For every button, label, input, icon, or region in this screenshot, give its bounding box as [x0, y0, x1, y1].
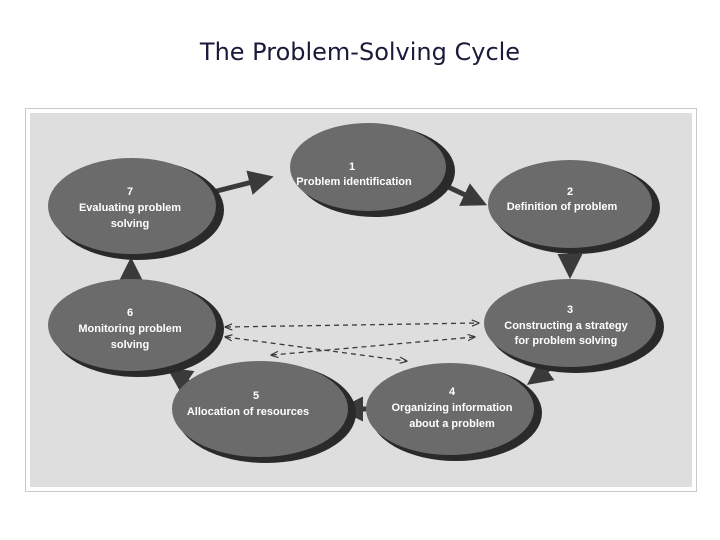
step-7-line-1: Evaluating problem	[79, 202, 181, 214]
step-node-1: 1 Problem identification	[290, 123, 455, 217]
step-2-line-1: Definition of problem	[507, 201, 618, 213]
step-node-2: 2 Definition of problem	[488, 160, 660, 254]
step-node-3: 3 Constructing a strategy for problem so…	[484, 279, 664, 373]
step-4-line-2: about a problem	[409, 418, 495, 430]
step-3-line-2: for problem solving	[515, 335, 618, 347]
step-4-line-1: Organizing information	[392, 402, 513, 414]
step-6-line-2: solving	[111, 339, 150, 351]
problem-solving-cycle-diagram: 1 Problem identification 2 Definition of…	[25, 108, 697, 492]
step-node-4: 4 Organizing information about a problem	[366, 363, 542, 461]
dashed-arrow-6-3	[226, 323, 478, 327]
dashed-feedback-arrows	[226, 323, 478, 361]
arrow-1-to-2	[442, 182, 488, 206]
slide-title: The Problem-Solving Cycle	[199, 38, 521, 66]
step-7-number: 7	[127, 186, 133, 198]
step-3-line-1: Constructing a strategy	[504, 320, 628, 332]
step-4-number: 4	[449, 386, 456, 398]
step-node-6: 6 Monitoring problem solving	[48, 279, 224, 377]
step-1-number: 1	[349, 161, 355, 173]
step-1-line-1: Problem identification	[296, 176, 412, 188]
step-7-line-2: solving	[111, 218, 150, 230]
step-6-line-1: Monitoring problem	[78, 323, 181, 335]
dashed-arrow-3-5	[272, 337, 474, 355]
step-5-line-1: Allocation of resources	[187, 406, 309, 418]
arrow-7-to-1	[208, 170, 274, 196]
step-3-number: 3	[567, 304, 573, 316]
step-6-number: 6	[127, 307, 133, 319]
step-node-7: 7 Evaluating problem solving	[48, 158, 224, 260]
step-2-number: 2	[567, 186, 573, 198]
cycle-diagram-svg: 1 Problem identification 2 Definition of…	[30, 113, 692, 487]
step-node-5: 5 Allocation of resources	[172, 361, 356, 463]
step-5-number: 5	[253, 390, 259, 402]
